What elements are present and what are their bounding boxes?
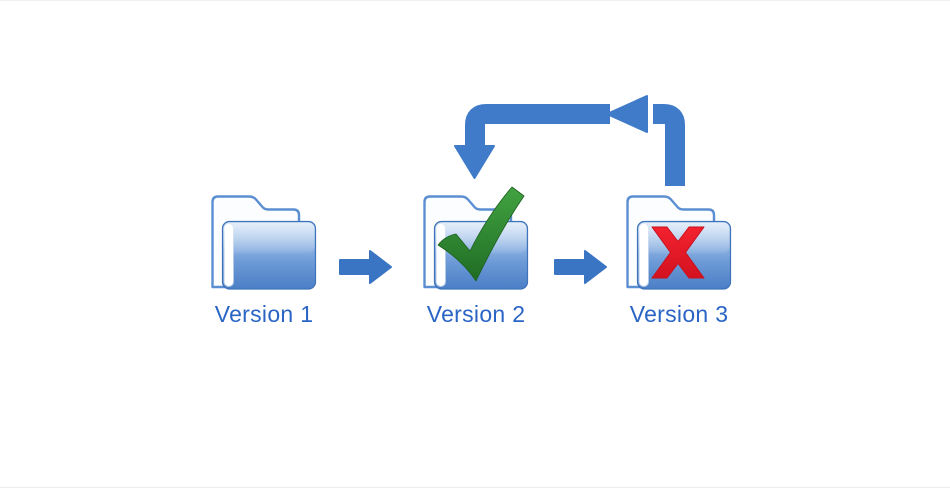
- folder-version-2: Version 2: [423, 186, 529, 327]
- forward-arrow-2-icon: [554, 250, 607, 284]
- folder-label: Version 1: [214, 301, 314, 327]
- down-arrowhead-icon: [454, 145, 495, 179]
- loop-back-arrow-icon: [454, 95, 685, 186]
- folder-version-3: Version 3: [626, 193, 732, 327]
- cross-icon: [651, 226, 705, 279]
- left-arrowhead-icon: [606, 95, 648, 133]
- folder-icon: [211, 195, 317, 290]
- folder-version-1: Version 1: [211, 193, 317, 327]
- check-icon: [437, 186, 525, 282]
- folder-label: Version 3: [629, 301, 729, 327]
- folder-label: Version 2: [426, 301, 526, 327]
- forward-arrow-1-icon: [339, 250, 392, 284]
